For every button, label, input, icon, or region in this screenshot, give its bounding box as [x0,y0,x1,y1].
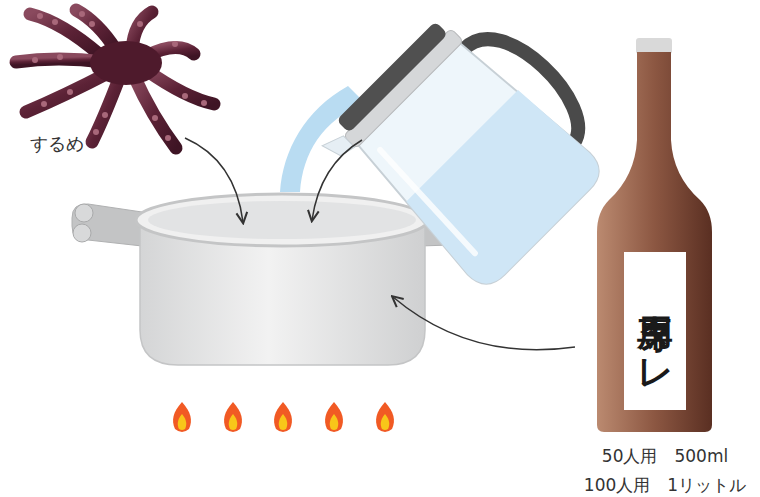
burner-flames-part-part [274,402,292,432]
pot-illustration [72,194,480,365]
pot-illustration-part [73,224,91,242]
pitcher-illustration-part [336,21,448,133]
burner-flames-part-part [229,414,237,430]
flow-arrows [185,138,575,350]
squid-illustration-part-part [32,57,38,63]
squid-illustration-part-part [79,11,85,17]
pitcher-illustration [317,0,628,301]
squid-illustration [16,10,214,148]
squid-illustration-part-part [201,100,207,106]
squid-illustration-part [32,11,207,141]
squid-illustration-part-part [41,101,47,107]
pot-illustration-part [148,201,416,239]
quantity-label: 100人用 1リットル [565,475,760,495]
squid-illustration-part [16,10,214,148]
squid-illustration-part-part [152,115,158,121]
sauce-label: 専用タレ [624,252,686,410]
pot-illustration-part [75,204,93,222]
squid-illustration-part-part [102,112,108,118]
pitcher-illustration-part [376,150,479,253]
burner-flames-part-part [224,402,242,432]
pot-illustration-part [136,194,428,246]
ingredient-label: するめ [30,133,110,155]
sauce-bottle-part [597,52,712,432]
squid-illustration-part-part [137,21,143,27]
burner-flames-part [325,402,343,432]
squid-illustration-part-part [93,129,99,135]
label-text: 専用タレ [637,286,673,376]
flow-arrows-part [393,297,575,350]
pitcher-illustration-part [343,28,463,148]
squid-illustration-part-part [57,54,63,60]
flow-arrows-part [185,138,243,222]
squid-illustration-part-part [67,89,73,95]
squid-illustration-part [90,41,162,85]
flow-arrows-part [312,140,362,220]
sauce-bottle [597,38,712,432]
pitcher-illustration-part [401,86,608,293]
burner-flames-part [376,402,394,432]
burner-flames-part-part [279,414,287,430]
burner-flames-part-part [381,414,389,430]
squid-illustration-part-part [52,19,58,25]
burner-flames [173,402,394,432]
burner-flames-part-part [376,402,394,432]
burner-flames-part-part [173,402,191,432]
sauce-bottle-part [636,38,672,54]
burner-flames-part-part [330,414,338,430]
pot-illustration-part [72,204,142,246]
quantity-label: 50人用 500ml [565,446,760,466]
burner-flames-part [274,402,292,432]
squid-illustration-part-part [182,93,188,99]
squid-illustration-part-part [26,72,110,112]
burner-flames-part [173,402,191,432]
burner-flames-part [224,402,242,432]
squid-illustration-part-part [89,21,95,27]
pitcher-illustration-part [322,130,355,163]
burner-flames-part-part [178,414,186,430]
squid-illustration-part-part [37,13,43,19]
burner-flames-part-part [325,402,343,432]
squid-illustration-part-part [172,41,178,47]
squid-illustration-part-part [92,76,120,142]
squid-illustration-part-part [165,135,171,141]
squid-illustration-part-part [146,70,214,104]
